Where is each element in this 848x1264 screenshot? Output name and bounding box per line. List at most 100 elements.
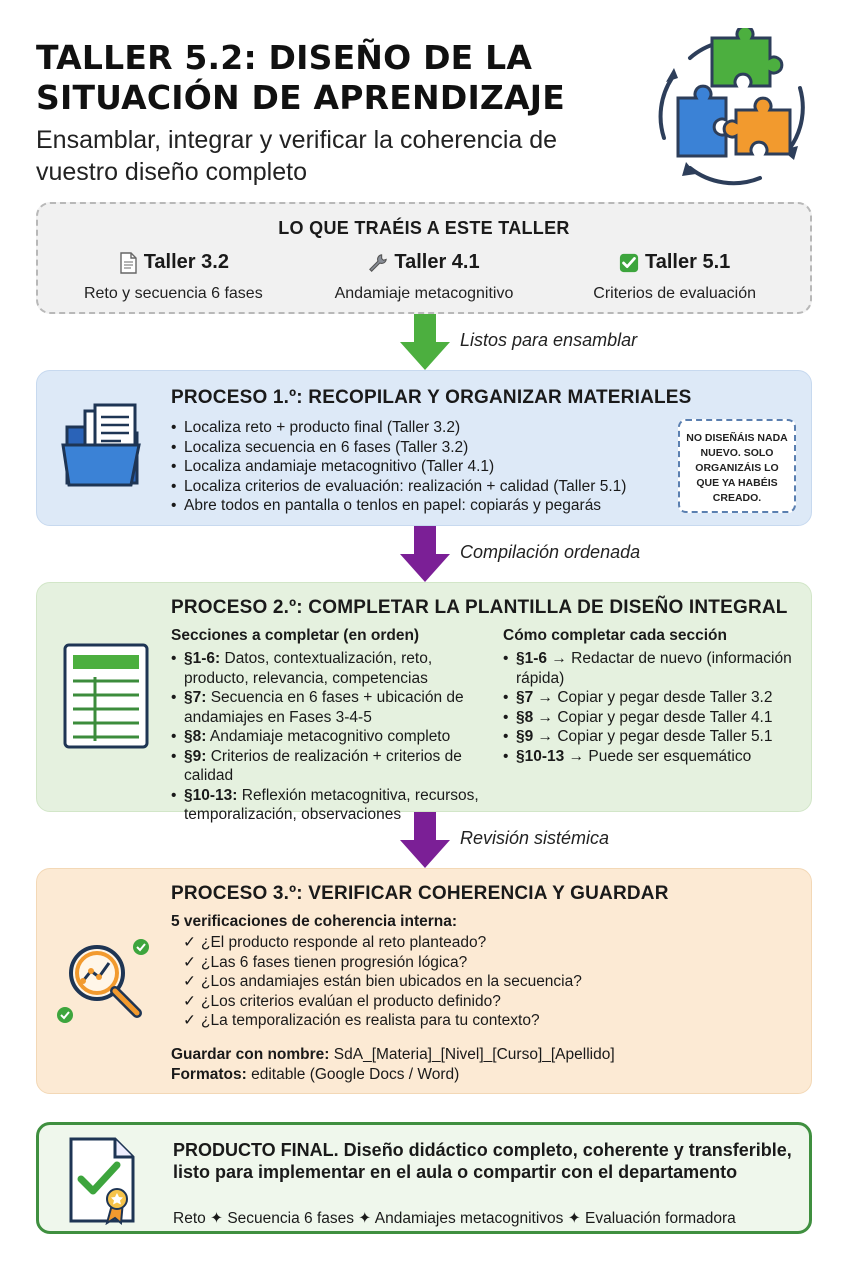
list-item: ✓ ¿Los criterios evalúan el producto defi…: [183, 992, 582, 1012]
section-key: §9:: [184, 747, 207, 765]
final-product-panel: PRODUCTO FINAL. Diseño didáctico complet…: [36, 1122, 812, 1234]
final-product-summary: Reto ✦ Secuencia 6 fases ✦ Andamiajes me…: [173, 1210, 736, 1227]
bring-item-desc: Reto y secuencia 6 fases: [83, 284, 263, 302]
process-2-title: PROCESO 2.º: COMPLETAR LA PLANTILLA DE D…: [171, 597, 788, 618]
folder-documents-icon: [61, 403, 141, 487]
check-icon: ✓: [183, 973, 196, 990]
check-icon: ✓: [183, 953, 196, 971]
list-item: Abre todos en pantalla o tenlos en papel…: [171, 496, 626, 516]
document-icon: [120, 251, 137, 274]
arrow-down-purple-icon: [400, 812, 450, 868]
list-item: ✓ ¿Los andamiajes están bien ubicados en …: [183, 972, 582, 992]
check-icon: ✓: [183, 992, 196, 1010]
check-text: ¿Las 6 fases tienen progresión lógica?: [201, 953, 468, 971]
bring-item-taller-3-2: Taller 3.2 Reto y secuencia 6 fases: [53, 251, 293, 303]
section-key: §7: [516, 689, 534, 706]
section-key: §8:: [184, 728, 207, 745]
section-key: §9: [516, 728, 534, 745]
list-item: §1-6 → Redactar de nuevo (información rá…: [503, 649, 793, 688]
list-item: §7 → Copiar y pegar desde Taller 3.2: [503, 688, 793, 708]
bring-item-taller-4-1: Taller 4.1 Andamiaje metacognitivo: [304, 251, 544, 303]
check-text: ¿La temporalización es realista para tu …: [201, 1012, 540, 1029]
check-icon: ✓: [183, 934, 196, 951]
arrow-label: Revisión sistémica: [460, 828, 610, 848]
process-3-title: PROCESO 3.º: VERIFICAR COHERENCIA Y GUAR…: [171, 883, 669, 904]
list-item: Localiza criterios de evaluación: realiz…: [171, 477, 626, 497]
section-key: §10-13:: [184, 786, 238, 804]
section-text: → Puede ser esquemático: [564, 747, 752, 765]
section-text: Criterios de realización + criterios de …: [184, 747, 462, 785]
bring-title: LO QUE TRAÉIS A ESTE TALLER: [278, 218, 570, 238]
list-item: ✓ ¿La temporalización es realista para tu…: [183, 1011, 582, 1031]
page-title: TALLER 5.2: DISEÑO DE LA SITUACIÓN DE AP…: [36, 38, 566, 117]
note-box: NO DISEÑÁIS NADA NUEVO. SOLO ORGANIZÁIS …: [678, 419, 796, 513]
bring-item-name: Taller 5.1: [645, 251, 731, 273]
how-list: §1-6 → Redactar de nuevo (información rá…: [503, 649, 793, 766]
check-text: ¿El producto responde al reto planteado?: [201, 934, 487, 951]
list-item: §10-13 → Puede ser esquemático: [503, 747, 793, 767]
list-item: Localiza reto + producto final (Taller 3…: [171, 418, 626, 438]
check-icon: ✓: [183, 1012, 196, 1029]
format-value: editable (Google Docs / Word): [246, 1065, 460, 1083]
arrow-down-purple-icon: [400, 526, 450, 582]
section-text: Secuencia en 6 fases + ubicación de anda…: [184, 689, 464, 726]
checks-list: ✓ ¿El producto responde al reto planteado…: [183, 933, 582, 1031]
puzzle-cycle-icon: [658, 28, 805, 186]
list-item: §8 → Copiar y pegar desde Taller 4.1: [503, 708, 793, 728]
section-text: Reflexión metacognitiva, recursos, tempo…: [184, 786, 479, 824]
magnifier-chart-icon: [57, 939, 149, 1023]
final-product-text: PRODUCTO FINAL. Diseño didáctico complet…: [173, 1140, 792, 1182]
check-text: ¿Los andamiajes están bien ubicados en l…: [201, 973, 582, 990]
list-item: Localiza andamiaje metacognitivo (Taller…: [171, 457, 626, 477]
check-text: ¿Los criterios evalúan el producto defin…: [201, 992, 501, 1010]
section-text: → Redactar de nuevo (información rápida): [516, 650, 792, 687]
process-1-list: Localiza reto + producto final (Taller 3…: [171, 418, 626, 516]
header: TALLER 5.2: DISEÑO DE LA SITUACIÓN DE AP…: [36, 38, 636, 188]
list-item: ✓ ¿Las 6 fases tienen progresión lógica?: [183, 953, 582, 973]
section-key: §1-6: [516, 650, 548, 667]
section-key: §1-6:: [184, 650, 221, 667]
list-item: §7: Secuencia en 6 fases + ubicación de …: [171, 688, 501, 727]
bring-item-name: Taller 4.1: [394, 251, 480, 273]
bring-item-desc: Criterios de evaluación: [593, 284, 757, 302]
section-key: §7:: [184, 689, 207, 706]
template-sheet-icon: [63, 643, 149, 749]
sections-heading: Secciones a completar (en orden): [171, 627, 420, 644]
page-subtitle: Ensamblar, integrar y verificar la coher…: [36, 126, 558, 186]
list-item: Localiza secuencia en 6 fases (Taller 3.…: [171, 438, 626, 458]
bring-item-taller-5-1: Taller 5.1 Criterios de evaluación: [555, 251, 795, 303]
process-1-title: PROCESO 1.º: RECOPILAR Y ORGANIZAR MATER…: [171, 387, 692, 408]
arrow-label: Listos para ensamblar: [460, 330, 638, 350]
arrow-down-green-icon: [400, 314, 450, 370]
list-item: §9 → Copiar y pegar desde Taller 5.1: [503, 727, 793, 747]
list-item: ✓ ¿El producto responde al reto planteado…: [183, 933, 582, 953]
process-1-panel: PROCESO 1.º: RECOPILAR Y ORGANIZAR MATER…: [36, 370, 812, 526]
section-text: → Copiar y pegar desde Taller 4.1: [533, 708, 773, 726]
save-label: Guardar con nombre:: [171, 1046, 330, 1063]
section-text: → Copiar y pegar desde Taller 5.1: [533, 728, 773, 745]
process-2-panel: PROCESO 2.º: COMPLETAR LA PLANTILLA DE D…: [36, 582, 812, 823]
wrench-icon: [369, 253, 388, 272]
bring-item-desc: Andamiaje metacognitivo: [334, 284, 514, 302]
format-label: Formatos:: [171, 1065, 247, 1083]
checkbox-icon: [619, 253, 639, 272]
bring-panel: LO QUE TRAÉIS A ESTE TALLER Taller 3.2 R…: [36, 202, 812, 314]
how-heading: Cómo completar cada sección: [503, 627, 727, 644]
section-text: Andamiaje metacognitivo completo: [206, 728, 451, 745]
section-text: → Copiar y pegar desde Taller 3.2: [533, 689, 773, 706]
process-3-panel: PROCESO 3.º: VERIFICAR COHERENCIA Y GUAR…: [36, 868, 812, 1094]
arrow-label: Compilación ordenada: [460, 542, 641, 562]
section-key: §10-13: [516, 747, 565, 765]
checks-heading: 5 verificaciones de coherencia interna:: [171, 913, 458, 930]
list-item: §9: Criterios de realización + criterios…: [171, 747, 501, 786]
sections-list: §1-6: Datos, contextualización, reto, pr…: [171, 649, 501, 825]
section-key: §8: [516, 708, 534, 726]
section-text: Datos, contextualización, reto, producto…: [184, 650, 433, 687]
list-item: §10-13: Reflexión metacognitiva, recurso…: [171, 786, 501, 825]
bring-item-name: Taller 3.2: [143, 251, 229, 273]
save-info: Guardar con nombre: SdA_[Materia]_[Nivel…: [171, 1045, 615, 1084]
save-value: SdA_[Materia]_[Nivel]_[Curso]_[Apellido]: [329, 1046, 615, 1063]
list-item: §1-6: Datos, contextualización, reto, pr…: [171, 649, 501, 688]
certified-document-icon: [69, 1137, 135, 1225]
list-item: §8: Andamiaje metacognitivo completo: [171, 727, 501, 747]
